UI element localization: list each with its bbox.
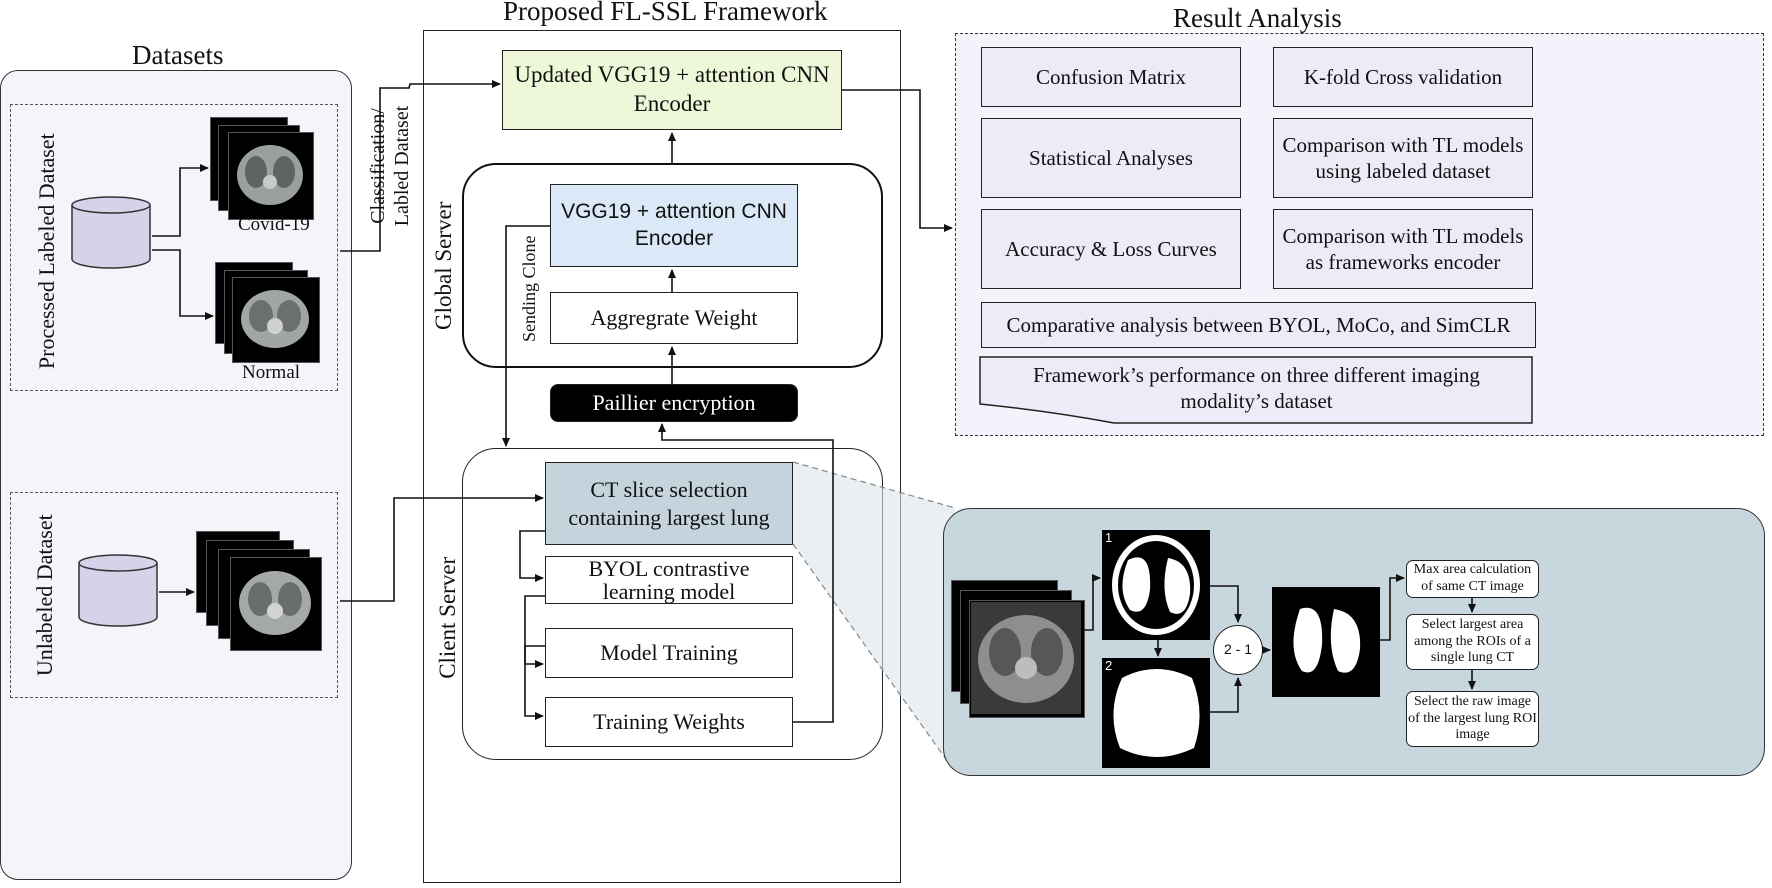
- performance-line-2: modality’s dataset: [1180, 389, 1333, 413]
- result-analysis-title: Result Analysis: [1173, 3, 1342, 33]
- select-raw-line-1: Select the raw image: [1413, 693, 1531, 709]
- max-area-line-1: Max area calculation: [1413, 562, 1532, 578]
- largest-roi-image: [1272, 587, 1380, 697]
- comparative-analysis-box: Comparative analysis between BYOL, MoCo,…: [981, 302, 1536, 348]
- performance-line-1: Framework’s performance on three differe…: [1033, 362, 1480, 387]
- normal-label: Normal: [242, 362, 301, 383]
- select-raw-box: Select the raw image of the largest lung…: [1406, 691, 1539, 747]
- select-largest-line-2: among the ROIs of a: [1414, 633, 1531, 649]
- select-raw-line-2: of the largest lung ROI: [1408, 710, 1537, 726]
- updated-encoder-line-1: Updated VGG19 + attention CNN: [514, 62, 830, 88]
- comparison-labeled-box: Comparison with TL models using labeled …: [1273, 118, 1533, 198]
- unlabeled-dataset-label: Unlabeled Dataset: [31, 514, 57, 677]
- select-largest-box: Select largest area among the ROIs of a …: [1406, 614, 1539, 670]
- framework-panel: [423, 30, 901, 883]
- performance-document-shape: [979, 356, 1533, 424]
- performance-box: Framework’s performance on three differe…: [979, 360, 1534, 416]
- mask-1-number: 1: [1105, 530, 1113, 545]
- confusion-matrix-box: Confusion Matrix: [981, 47, 1241, 107]
- updated-encoder-box: Updated VGG19 + attention CNN Encoder: [502, 50, 842, 130]
- ct-slice-selection-box: CT slice selection containing largest lu…: [545, 462, 793, 545]
- comparison-encoder-box: Comparison with TL models as frameworks …: [1273, 209, 1533, 289]
- ct-slice-line-1: CT slice selection: [590, 477, 748, 502]
- byol-model-box: BYOL contrastive learning model: [545, 556, 793, 604]
- training-weights-box: Training Weights: [545, 697, 793, 747]
- client-server-label: Client Server: [435, 556, 461, 679]
- difference-operator: 2 - 1: [1213, 625, 1263, 675]
- normal-ct-image: [241, 290, 309, 348]
- sending-clone-label: Sending Clone: [519, 235, 540, 343]
- raw-ct-image: [971, 602, 1081, 714]
- global-server-label: Global Server: [431, 201, 457, 330]
- vgg-encoder-line-1: VGG19 + attention CNN: [561, 200, 787, 224]
- classification-line-1: Classification/: [367, 108, 389, 224]
- unlabeled-dataset-frame: [10, 492, 338, 698]
- covid-label: Covid-19: [238, 214, 310, 235]
- mask-2-number: 2: [1105, 658, 1113, 673]
- labeled-dataset-frame: [10, 104, 338, 391]
- select-largest-line-1: Select largest area: [1421, 616, 1524, 632]
- classification-line-2: Labled Dataset: [391, 105, 413, 227]
- select-raw-line-3: image: [1455, 727, 1490, 743]
- labeled-database-icon: [71, 196, 151, 269]
- byol-line-2: learning model: [602, 579, 736, 604]
- unlabeled-database-icon: [78, 554, 158, 627]
- lung-mask-2-image: [1102, 658, 1210, 768]
- covid-ct-image: [237, 145, 303, 205]
- comparison-encoder-line-2: as frameworks encoder: [1305, 250, 1501, 274]
- aggregate-weight-box: Aggregrate Weight: [550, 292, 798, 344]
- accuracy-loss-box: Accuracy & Loss Curves: [981, 209, 1241, 289]
- comparison-encoder-line-1: Comparison with TL models: [1282, 223, 1524, 248]
- model-training-box: Model Training: [545, 628, 793, 678]
- kfold-box: K-fold Cross validation: [1273, 47, 1533, 107]
- comparison-labeled-line-2: using labeled dataset: [1315, 159, 1491, 183]
- max-area-line-2: of same CT image: [1421, 579, 1524, 594]
- max-area-box: Max area calculation of same CT image: [1406, 560, 1539, 598]
- statistical-analyses-box: Statistical Analyses: [981, 118, 1241, 198]
- labeled-dataset-label: Processed Labeled Dataset: [33, 133, 59, 370]
- paillier-encryption-box: Paillier encryption: [550, 384, 798, 422]
- datasets-title: Datasets: [132, 40, 224, 70]
- updated-encoder-line-2: Encoder: [633, 91, 711, 116]
- vgg-encoder-line-2: Encoder: [634, 226, 714, 250]
- lung-mask-1-image: [1102, 530, 1210, 640]
- vgg-encoder-box: VGG19 + attention CNN Encoder: [550, 184, 798, 267]
- classification-label: Classification/ Labled Dataset: [366, 86, 414, 246]
- unlabeled-ct-image: [239, 571, 311, 635]
- byol-line-1: BYOL contrastive: [588, 555, 750, 581]
- comparison-labeled-line-1: Comparison with TL models: [1282, 132, 1524, 157]
- ct-slice-line-2: containing largest lung: [568, 504, 770, 530]
- select-largest-line-3: single lung CT: [1430, 650, 1515, 666]
- framework-title: Proposed FL-SSL Framework: [503, 0, 828, 26]
